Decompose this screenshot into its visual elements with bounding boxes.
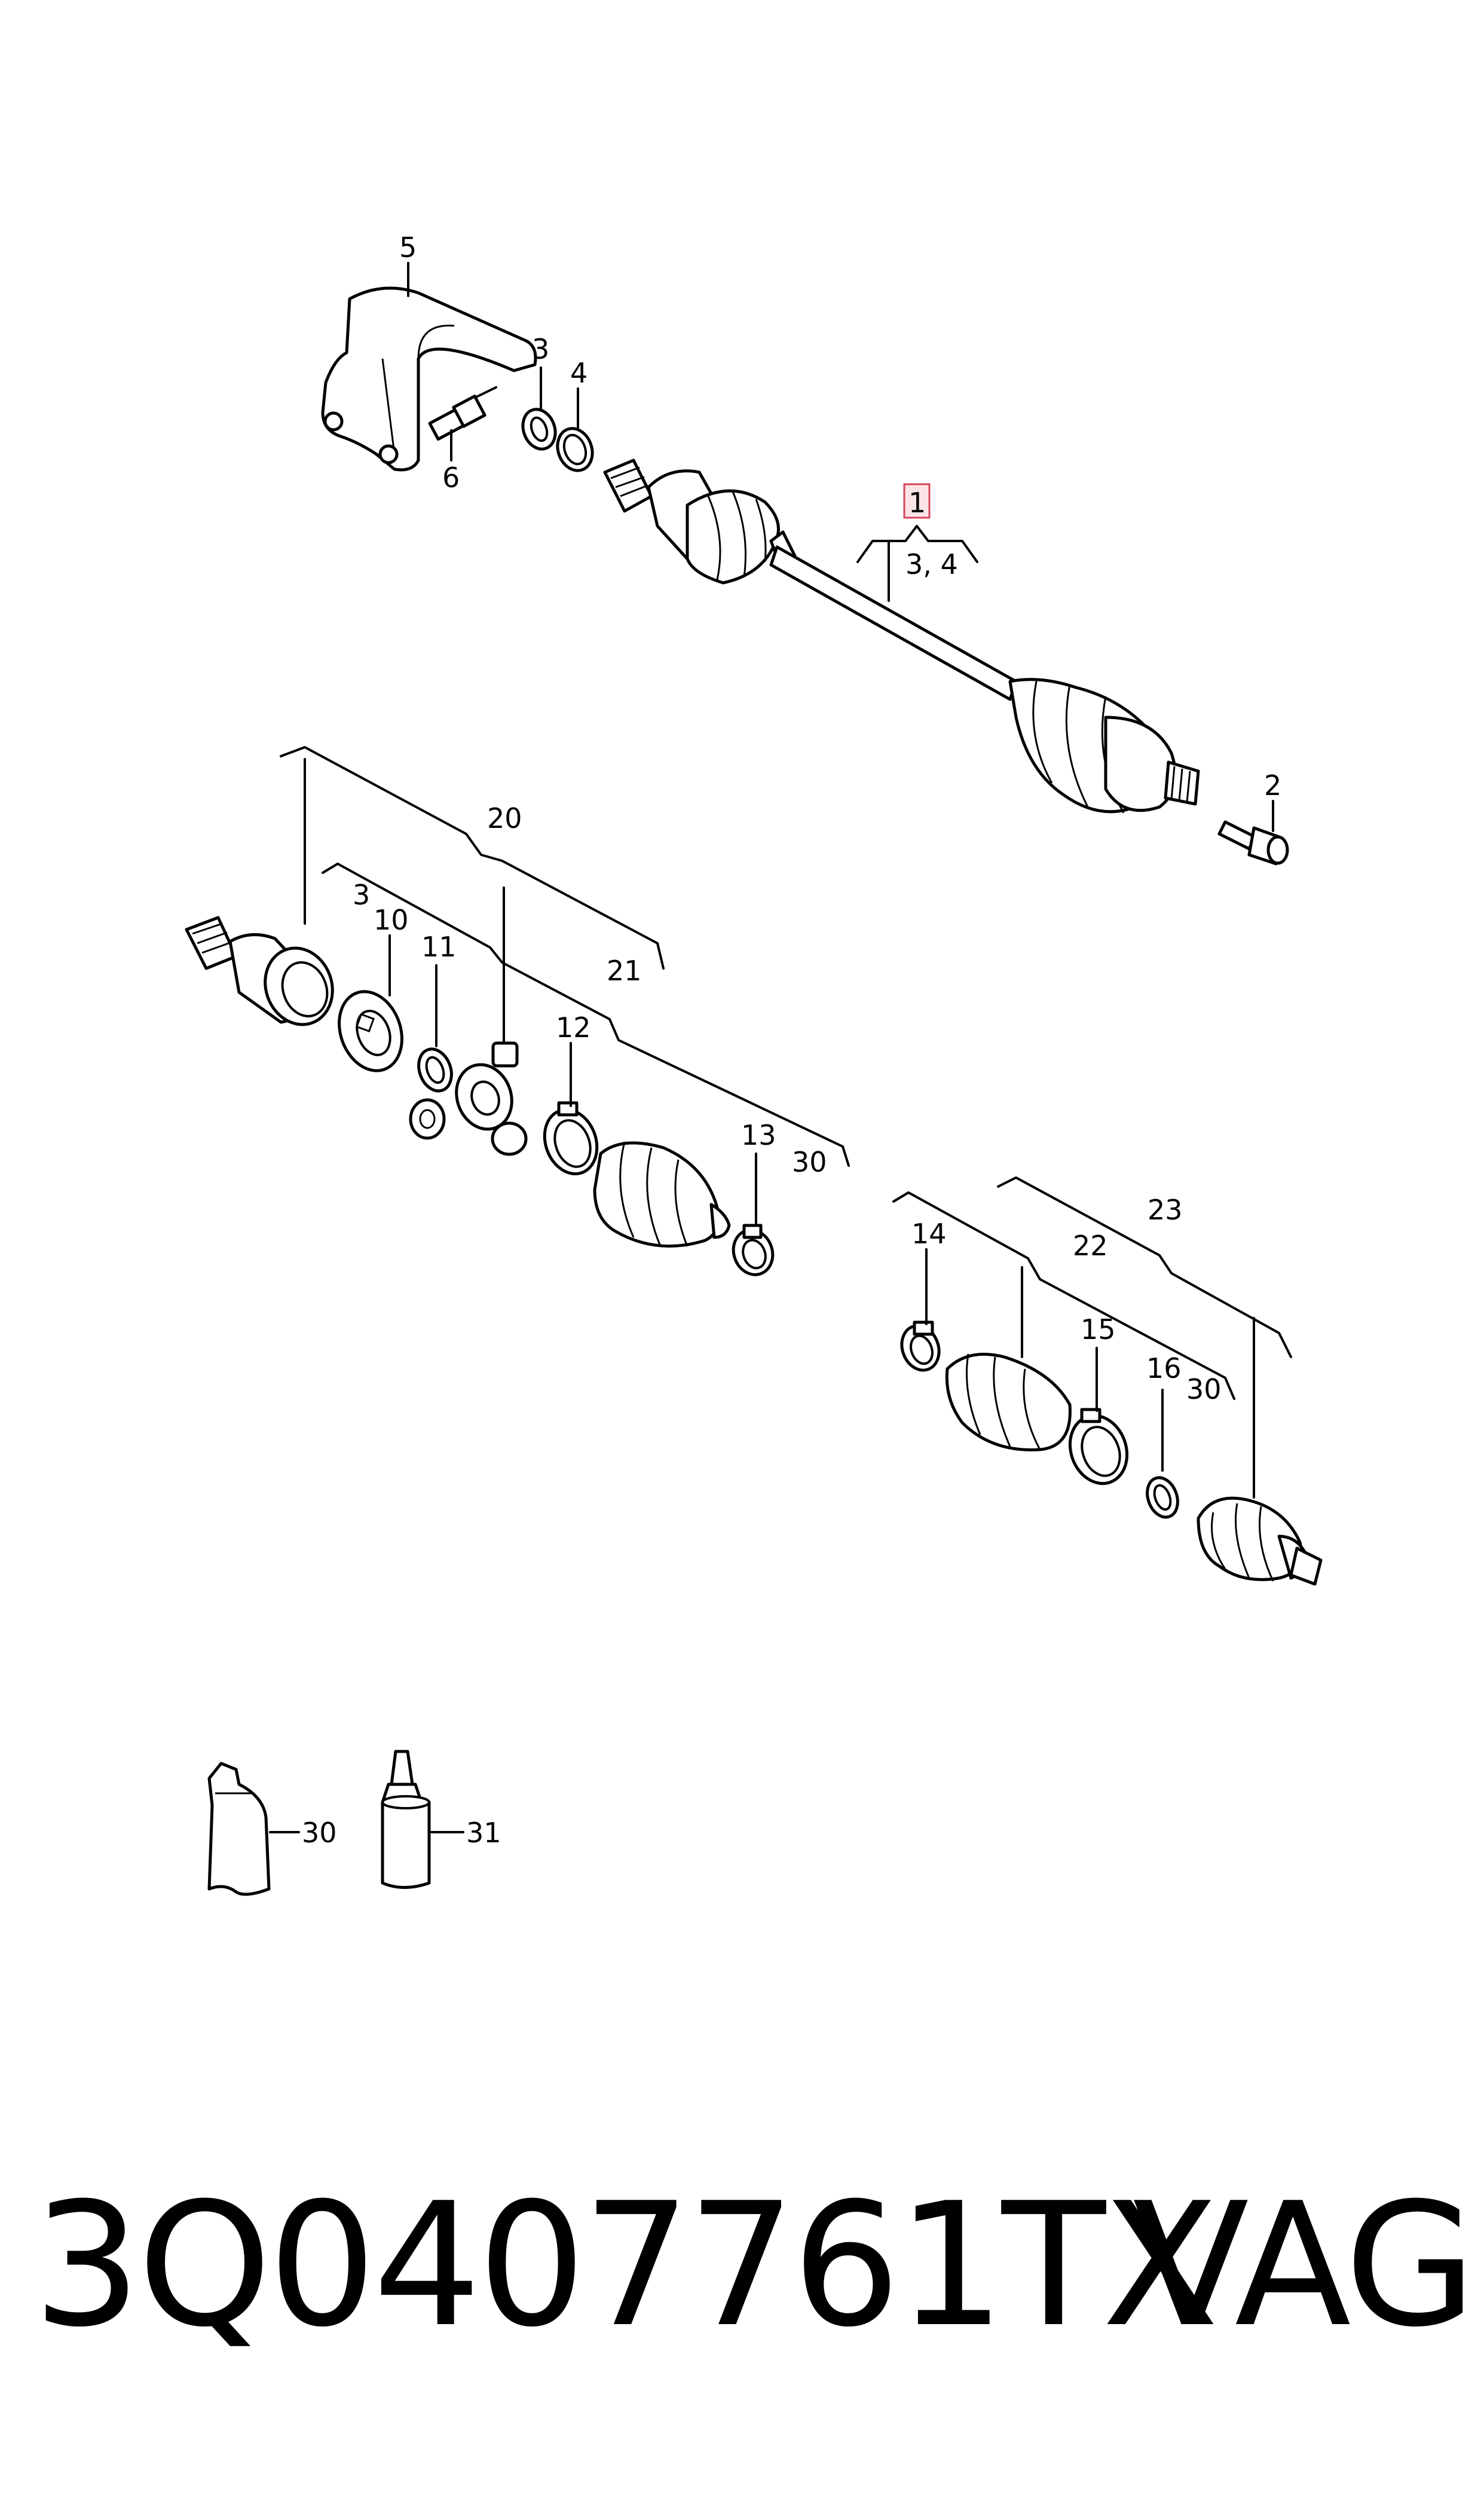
callout-6: 6 — [442, 461, 460, 494]
stud-bolt-part-6 — [428, 386, 497, 441]
callout-20: 20 — [487, 802, 522, 834]
tripod-spider — [409, 1041, 528, 1156]
callout-12: 12 — [556, 1011, 591, 1044]
callout-10: 10 — [374, 904, 409, 936]
callout-30-a: 30 — [792, 1146, 827, 1178]
clamp-part-13 — [732, 1224, 775, 1276]
grease-tube-part-30 — [207, 1762, 271, 1896]
drive-shaft-part-1 — [603, 458, 1200, 814]
callout-14: 14 — [911, 1218, 947, 1250]
callout-31: 31 — [466, 1817, 501, 1849]
callout-4-top: 4 — [570, 357, 588, 389]
outer-joint — [1197, 1496, 1323, 1586]
circlip-part-16 — [1146, 1476, 1179, 1519]
clamp-part-15 — [1068, 1408, 1129, 1485]
callout-5: 5 — [399, 231, 417, 264]
callout-16: 16 — [1146, 1352, 1182, 1384]
callout-15: 15 — [1081, 1313, 1116, 1346]
clamp-part-12 — [543, 1101, 599, 1176]
bracket-20 — [280, 746, 665, 970]
callout-30-b: 30 — [1186, 1373, 1222, 1405]
brand-name: VAG — [1133, 2166, 1477, 2365]
boot-outer — [945, 1353, 1072, 1451]
callout-3-top: 3 — [532, 333, 549, 365]
bottle-part-31 — [381, 1750, 431, 1889]
heat-shield-part-5 — [321, 286, 537, 472]
exploded-parts-diagram: 5 6 3 4 1 — [185, 231, 1323, 1896]
callout-1-highlight — [903, 483, 931, 519]
callout-13: 13 — [741, 1119, 776, 1151]
circlip-part-3 — [521, 408, 557, 451]
footer: 3Q0407761TX VAG — [33, 2164, 1477, 2367]
bracket-21 — [322, 863, 850, 1167]
boot-inner — [593, 1141, 731, 1248]
callout-1: 1 — [908, 487, 926, 519]
callout-21: 21 — [607, 955, 642, 987]
joint-housing-stub — [185, 916, 334, 1026]
ring-part-4 — [556, 427, 594, 472]
part-number: 3Q0407761TX — [33, 2166, 1219, 2365]
circlip-part-11 — [417, 1047, 453, 1093]
bracket-1 — [856, 525, 978, 563]
callout-11: 11 — [421, 931, 457, 963]
callout-2: 2 — [1264, 769, 1281, 802]
callout-3-mid: 3 — [353, 879, 370, 911]
tripod-ring-part-10 — [338, 990, 403, 1072]
callout-30-tube: 30 — [302, 1817, 337, 1849]
clamp-part-14 — [900, 1320, 941, 1372]
callout-23: 23 — [1148, 1194, 1183, 1226]
bolt-part-2 — [1217, 820, 1289, 866]
bracket-22 — [892, 1191, 1235, 1400]
bracket-23 — [997, 1176, 1292, 1358]
callout-22: 22 — [1073, 1230, 1108, 1262]
callout-3-4: 3, 4 — [905, 548, 958, 580]
